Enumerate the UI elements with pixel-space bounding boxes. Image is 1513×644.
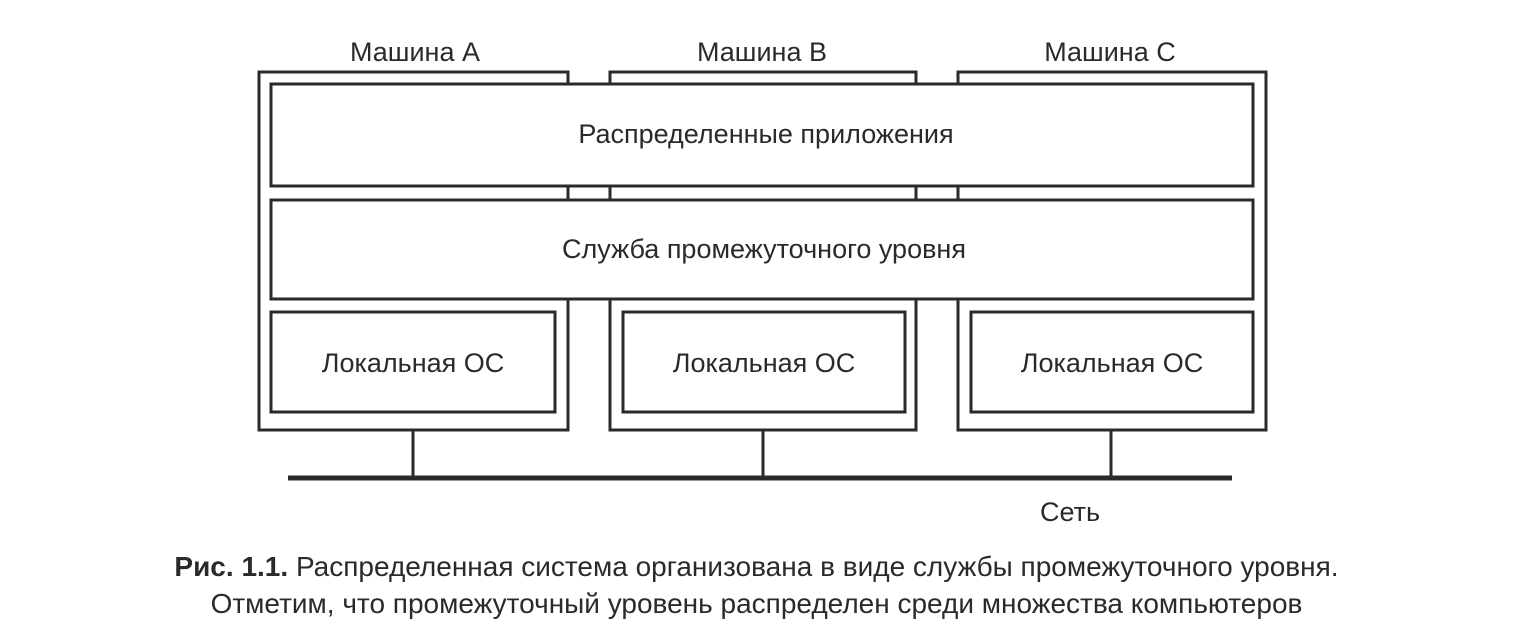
local-os-box-b: [621, 310, 907, 414]
machine-a-label: Машина A: [350, 37, 480, 67]
figure-caption: Рис. 1.1. Распределенная система организ…: [0, 548, 1513, 622]
machine-c-label: Машина C: [1044, 37, 1175, 67]
middleware-label: Служба промежуточного уровня: [562, 234, 966, 264]
local-os-label-a: Локальная ОС: [322, 348, 505, 378]
local-os-box-a: [269, 310, 557, 414]
caption-line-1: Рис. 1.1. Распределенная система организ…: [0, 548, 1513, 585]
machine-b-frame: [608, 70, 918, 432]
distributed-applications-label: Распределенные приложения: [578, 119, 953, 149]
local-os-box-c: [969, 310, 1255, 414]
caption-text-1: Распределенная система организована в ви…: [295, 551, 1339, 582]
caption-line-2: Отметим, что промежуточный уровень распр…: [210, 588, 1303, 619]
local-os-label-c: Локальная ОС: [1021, 348, 1204, 378]
local-os-label-b: Локальная ОС: [673, 348, 856, 378]
machine-c-frame: [956, 70, 1268, 432]
distributed-applications-box: [269, 82, 1255, 188]
caption-figure-number: Рис. 1.1.: [174, 551, 289, 582]
network-label: Сеть: [1040, 497, 1100, 527]
middleware-box: [269, 198, 1255, 301]
distributed-system-diagram: Машина A Машина B Машина C Распределенны…: [257, 37, 1268, 527]
machine-a-frame: [257, 70, 570, 432]
machine-b-label: Машина B: [697, 37, 827, 67]
